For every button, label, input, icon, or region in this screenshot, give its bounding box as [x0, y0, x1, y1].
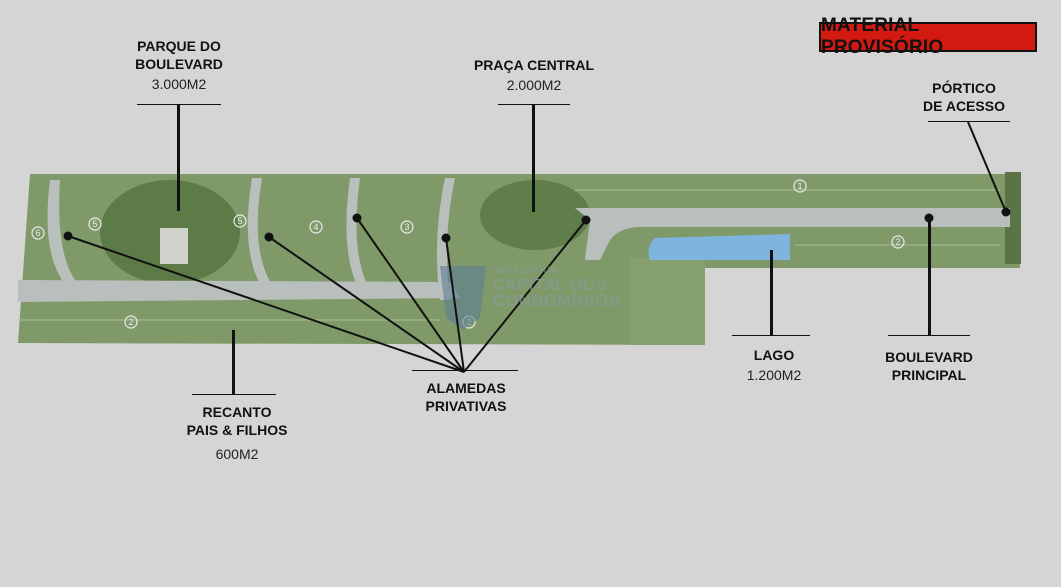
recanto-label-line2: PAIS & FILHOS — [186, 422, 288, 438]
alamedas-overline — [412, 370, 518, 371]
lago-label-line1: LAGO — [753, 347, 795, 363]
boulevard-label: BOULEVARD PRINCIPAL — [873, 348, 985, 384]
recanto-pointer — [232, 330, 235, 394]
boulevard-label-line2: PRINCIPAL — [891, 367, 967, 383]
alameda-road-2 — [247, 178, 272, 288]
pointer-dot — [441, 233, 451, 243]
block-number: 1 — [797, 181, 802, 191]
block-number: 2 — [128, 317, 133, 327]
lago-label: LAGO 1.200M2 — [728, 346, 820, 384]
block-number: 2 — [895, 237, 900, 247]
pointer-dot — [63, 231, 73, 241]
block-marker — [88, 217, 102, 231]
recanto-overline — [192, 394, 276, 395]
lago-pointer — [770, 250, 773, 335]
boulevard-road — [575, 208, 1010, 260]
parque-label: PARQUE DO BOULEVARD 3.000M2 — [119, 37, 239, 93]
block-marker — [31, 226, 45, 240]
lot-lines — [18, 189, 1000, 321]
recanto-area: 600M2 — [215, 446, 259, 462]
block-marker — [124, 315, 138, 329]
alameda-road-3 — [346, 178, 368, 288]
pointer-dot — [1001, 207, 1011, 217]
recanto-label: RECANTO PAIS & FILHOS 600M2 — [171, 403, 303, 463]
parque-pointer — [177, 104, 180, 211]
plaza-woods — [480, 180, 590, 250]
block-marker — [400, 220, 414, 234]
block-marker — [309, 220, 323, 234]
portico-underline — [928, 121, 1010, 122]
praca-pointer — [532, 104, 535, 212]
watermark-line3: CONDOMÍNIOS — [493, 293, 621, 310]
boulevard-label-line1: BOULEVARD — [885, 349, 973, 365]
watermark: IMOBILIÁRIA CAPITAL DOS CONDOMÍNIOS — [493, 262, 620, 310]
parque-label-line1: PARQUE DO — [137, 38, 221, 54]
alameda-road-1 — [47, 180, 80, 290]
block-marker — [793, 179, 807, 193]
portico-label-line1: PÓRTICO — [932, 80, 996, 96]
pointer-lines — [63, 121, 1011, 373]
lago-overline — [732, 335, 810, 336]
block-number: 4 — [313, 222, 318, 232]
watermark-line1: IMOBILIÁRIA — [493, 265, 559, 275]
parque-area: 3.000M2 — [151, 76, 207, 92]
praca-area: 2.000M2 — [506, 77, 562, 93]
portico-label-line2: DE ACESSO — [923, 98, 1005, 114]
block-number: 3 — [404, 222, 409, 232]
alamedas-label: ALAMEDAS PRIVATIVAS — [406, 379, 526, 415]
pointer-dot — [264, 232, 274, 242]
provisional-material-badge: MATERIAL PROVISÓRIO — [819, 15, 1037, 58]
watermark-line2: CAPITAL DOS — [493, 277, 609, 294]
block-number: 5 — [237, 216, 242, 226]
park-playground — [160, 228, 188, 264]
portico-label: PÓRTICO DE ACESSO — [908, 79, 1020, 115]
internal-road — [18, 280, 460, 302]
block-markers — [31, 179, 905, 329]
portico-woods — [1005, 172, 1021, 264]
pointer-dot — [352, 213, 362, 223]
praca-label-line1: PRAÇA CENTRAL — [473, 57, 595, 73]
alamedas-label-line2: PRIVATIVAS — [425, 398, 507, 414]
block-number: 6 — [35, 228, 40, 238]
alamedas-label-line1: ALAMEDAS — [426, 380, 506, 396]
parque-label-line2: BOULEVARD — [135, 56, 223, 72]
boulevard-overline — [888, 335, 970, 336]
lake — [648, 234, 790, 260]
block-number: 5 — [92, 219, 97, 229]
block-marker — [891, 235, 905, 249]
recanto-label-line1: RECANTO — [202, 404, 272, 420]
pointer-dot — [581, 215, 591, 225]
praca-label: PRAÇA CENTRAL 2.000M2 — [459, 56, 609, 94]
block-marker — [233, 214, 247, 228]
boulevard-pointer — [928, 218, 931, 335]
open-grass-area — [630, 258, 705, 345]
lago-area: 1.200M2 — [746, 367, 802, 383]
